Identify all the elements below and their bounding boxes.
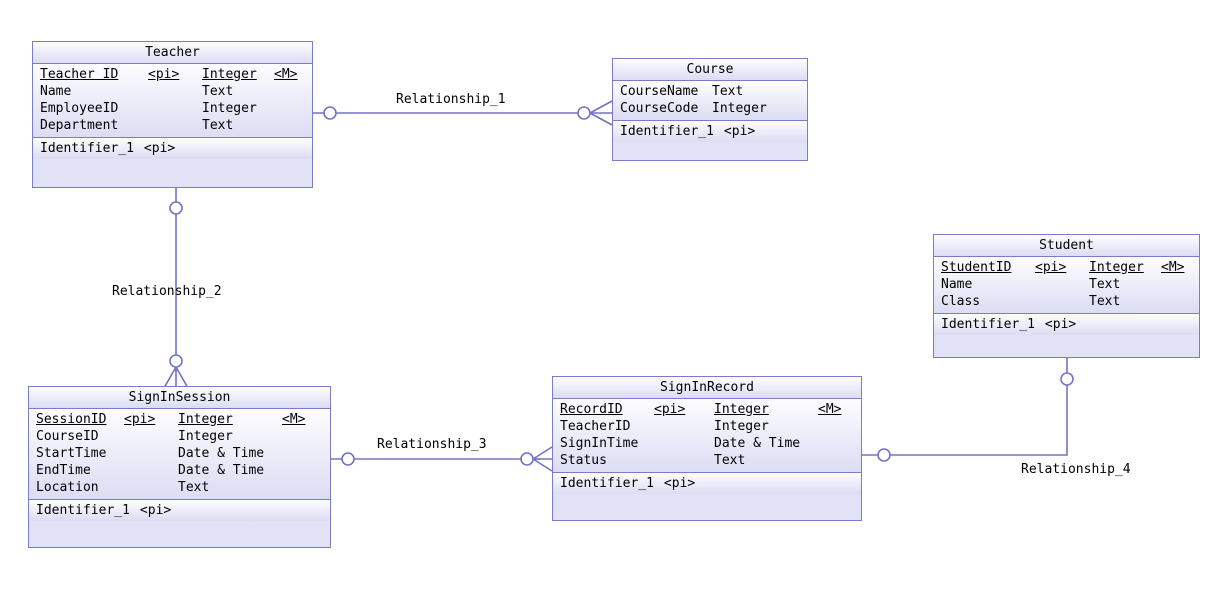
connector-relationship-4[interactable] — [862, 358, 1074, 462]
connector-relationship-3[interactable] — [331, 446, 553, 472]
entity-identifier-student: Identifier_1 <pi> — [934, 314, 1199, 335]
connector-relationship-1[interactable] — [313, 100, 613, 126]
entity-title-teacher: Teacher — [33, 42, 312, 64]
identifier-name: Identifier_1 — [40, 141, 134, 156]
attribute-row: Teacher ID <pi> Integer <M> — [40, 67, 298, 82]
attribute-row: TeacherID Integer — [560, 419, 769, 434]
identifier-pi: <pi> — [663, 476, 696, 491]
attribute-row: Name Text — [941, 277, 1121, 292]
relationship-label-1: Relationship_1 — [396, 92, 506, 107]
identifier-pi: <pi> — [723, 124, 756, 139]
entity-identifier-teacher: Identifier_1 <pi> — [33, 138, 312, 159]
entity-title-signinrecord: SignInRecord — [553, 377, 861, 399]
entity-attributes-student: StudentID <pi> Integer <M> Name Text Cla… — [934, 257, 1199, 314]
entity-title-course: Course — [613, 59, 807, 81]
entity-attributes-signinsession: SessionID <pi> Integer <M> CourseID Inte… — [29, 409, 330, 500]
identifier-pi: <pi> — [143, 141, 176, 156]
entity-teacher[interactable]: Teacher Teacher ID <pi> Integer <M> Name… — [32, 41, 313, 188]
attribute-row: SessionID <pi> Integer <M> — [36, 412, 306, 427]
entity-title-student: Student — [934, 235, 1199, 257]
identifier-pi: <pi> — [139, 503, 172, 518]
attribute-row: SignInTime Date & Time — [560, 436, 801, 451]
attribute-row: EndTime Date & Time — [36, 463, 265, 478]
identifier-name: Identifier_1 — [36, 503, 130, 518]
entity-course[interactable]: Course CourseName Text CourseCode Intege… — [612, 58, 808, 161]
entity-student[interactable]: Student StudentID <pi> Integer <M> Name … — [933, 234, 1200, 358]
attribute-row: Name Text — [40, 84, 234, 99]
entity-identifier-course: Identifier_1 <pi> — [613, 121, 807, 142]
identifier-name: Identifier_1 — [620, 124, 714, 139]
entity-signinsession[interactable]: SignInSession SessionID <pi> Integer <M>… — [28, 386, 331, 548]
entity-identifier-signinrecord: Identifier_1 <pi> — [553, 473, 861, 494]
identifier-pi: <pi> — [1044, 317, 1077, 332]
attribute-row: CourseID Integer — [36, 429, 233, 444]
attribute-row: RecordID <pi> Integer <M> — [560, 402, 842, 417]
identifier-name: Identifier_1 — [560, 476, 654, 491]
connector-relationship-2[interactable] — [163, 188, 189, 389]
attribute-row: CourseName Text — [620, 84, 744, 99]
attribute-row: StartTime Date & Time — [36, 446, 265, 461]
identifier-name: Identifier_1 — [941, 317, 1035, 332]
relationship-label-3: Relationship_3 — [377, 437, 487, 452]
attribute-row: Location Text — [36, 480, 210, 495]
attribute-row: EmployeeID Integer — [40, 101, 257, 116]
relationship-label-2: Relationship_2 — [112, 284, 222, 299]
relationship-label-4: Relationship_4 — [1021, 462, 1131, 477]
attribute-row: Class Text — [941, 294, 1121, 309]
attribute-row: StudentID <pi> Integer <M> — [941, 260, 1185, 275]
entity-title-signinsession: SignInSession — [29, 387, 330, 409]
entity-signinrecord[interactable]: SignInRecord RecordID <pi> Integer <M> T… — [552, 376, 862, 521]
entity-attributes-signinrecord: RecordID <pi> Integer <M> TeacherID Inte… — [553, 399, 861, 473]
entity-attributes-course: CourseName Text CourseCode Integer — [613, 81, 807, 121]
entity-attributes-teacher: Teacher ID <pi> Integer <M> Name Text Em… — [33, 64, 312, 138]
entity-identifier-signinsession: Identifier_1 <pi> — [29, 500, 330, 521]
attribute-row: CourseCode Integer — [620, 101, 767, 116]
attribute-row: Status Text — [560, 453, 746, 468]
attribute-row: Department Text — [40, 118, 234, 133]
